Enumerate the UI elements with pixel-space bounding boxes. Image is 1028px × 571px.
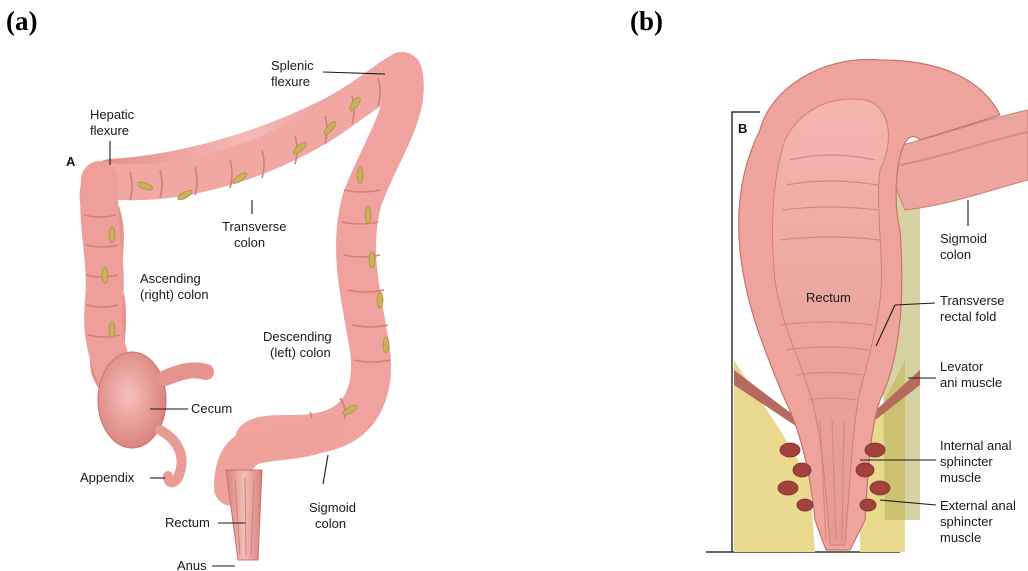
label-ascending-colon-1: Ascending (140, 271, 201, 286)
rectum-shape-a (226, 470, 262, 560)
label-sigmoid-colon-b-1: Sigmoid (940, 231, 987, 246)
label-transverse-rectal-fold-2: rectal fold (940, 309, 996, 324)
label-descending-colon-1: Descending (263, 329, 332, 344)
cecum-shape (98, 352, 166, 448)
label-levator-2: ani muscle (940, 375, 1002, 390)
label-sigmoid-colon-2: colon (315, 516, 346, 531)
label-appendix: Appendix (80, 470, 135, 485)
panel-a-diagram: A Splenic flexure Hepatic flexure Transv… (66, 58, 404, 571)
label-sigmoid-colon-b-2: colon (940, 247, 971, 262)
label-cecum: Cecum (191, 401, 232, 416)
label-splenic-flexure-1: Splenic (271, 58, 314, 73)
label-internal-sphincter-3: muscle (940, 470, 981, 485)
label-rectum-b: Rectum (806, 290, 851, 305)
ileum (165, 370, 206, 378)
label-external-sphincter-2: sphincter (940, 514, 993, 529)
appendix-shape (160, 430, 182, 482)
label-external-sphincter-3: muscle (940, 530, 981, 545)
ascending-colon-tube (99, 180, 120, 385)
label-anus: Anus (177, 558, 207, 571)
label-internal-sphincter-1: Internal anal (940, 438, 1012, 453)
label-rectum-a: Rectum (165, 515, 210, 530)
label-internal-sphincter-2: sphincter (940, 454, 993, 469)
label-hepatic-flexure-2: flexure (90, 123, 129, 138)
label-external-sphincter-1: External anal (940, 498, 1016, 513)
label-hepatic-flexure-1: Hepatic (90, 107, 135, 122)
panel-b-diagram: B Sigmoid colon Rectum Transverse rectal… (706, 60, 1028, 552)
label-transverse-rectal-fold-1: Transverse (940, 293, 1005, 308)
label-sigmoid-colon-1: Sigmoid (309, 500, 356, 515)
panel-b-inset-letter: B (738, 121, 747, 136)
label-transverse-colon-1: Transverse (222, 219, 287, 234)
label-levator-1: Levator (940, 359, 984, 374)
label-transverse-colon-2: colon (234, 235, 265, 250)
label-descending-colon-2: (left) colon (270, 345, 331, 360)
panel-a-inset-letter: A (66, 154, 76, 169)
label-ascending-colon-2: (right) colon (140, 287, 209, 302)
label-splenic-flexure-2: flexure (271, 74, 310, 89)
